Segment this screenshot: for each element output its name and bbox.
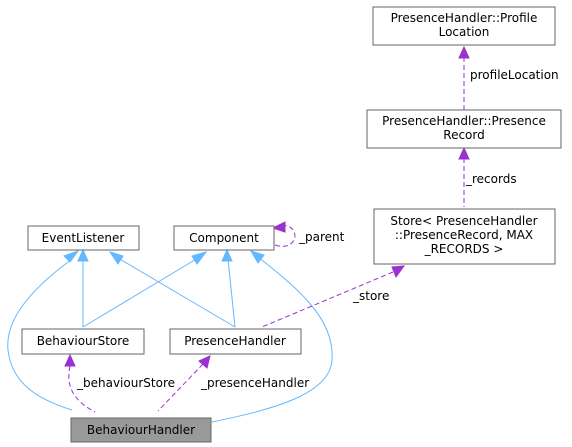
arrowhead-parent — [271, 221, 286, 233]
node-store-line1: Store< PresenceHandler — [390, 214, 537, 228]
edge-component-parent-loop — [274, 225, 296, 247]
label-profilelocation: profileLocation — [470, 68, 559, 82]
label-records: _records — [465, 172, 517, 186]
label-behaviourstore: _behaviourStore — [76, 376, 175, 390]
node-component[interactable]: Component — [173, 225, 275, 251]
edge-behaviourstore-behaviourhandler — [68, 365, 96, 413]
node-event-listener-label: EventListener — [42, 231, 125, 245]
edge-component-presencehandler — [227, 258, 236, 328]
node-event-listener[interactable]: EventListener — [27, 225, 140, 251]
edge-eventlistener-behaviourhandler — [7, 258, 73, 411]
node-store[interactable]: Store< PresenceHandler ::PresenceRecord,… — [373, 208, 556, 265]
arrowhead-component-right — [249, 250, 265, 264]
arrowhead-store — [391, 265, 406, 279]
arrowhead-presencehandler — [198, 355, 211, 369]
node-store-line3: _RECORDS > — [424, 242, 504, 256]
node-presence-record-line1: PresenceHandler::Presence — [382, 114, 546, 128]
label-store: _store — [352, 289, 389, 303]
node-presence-handler[interactable]: PresenceHandler — [169, 328, 302, 355]
arrowhead-eventlistener-right — [108, 251, 124, 265]
edge-component-behaviourstore — [82, 257, 199, 328]
label-parent: _parent — [298, 230, 345, 244]
inheritance-edges — [7, 248, 333, 423]
arrowhead-records — [458, 146, 470, 160]
arrowhead-component-left — [191, 251, 208, 265]
node-component-label: Component — [189, 231, 259, 245]
arrowhead-eventlistener-left — [63, 249, 80, 263]
node-behaviour-store[interactable]: BehaviourStore — [21, 328, 145, 355]
edge-presencehandler-behaviourhandler — [157, 363, 204, 412]
edge-component-behaviourhandler — [211, 256, 333, 423]
arrowhead-component-mid — [221, 248, 233, 262]
node-behaviour-handler[interactable]: BehaviourHandler — [70, 417, 212, 443]
node-profile-location-line1: PresenceHandler::Profile — [391, 11, 538, 25]
edge-eventlistener-presencehandler — [117, 257, 236, 328]
node-presence-handler-label: PresenceHandler — [184, 334, 286, 348]
node-behaviour-handler-label: BehaviourHandler — [87, 423, 195, 437]
node-store-line2: ::PresenceRecord, MAX — [395, 228, 533, 242]
arrowhead-profilelocation — [458, 45, 470, 59]
node-profile-location[interactable]: PresenceHandler::Profile Location — [372, 6, 556, 46]
node-profile-location-line2: Location — [439, 25, 490, 39]
arrowhead-eventlistener-mid — [77, 248, 89, 262]
usage-edges — [64, 45, 470, 413]
node-behaviour-store-label: BehaviourStore — [37, 334, 130, 348]
edge-labels: profileLocation _records _parent _store … — [76, 68, 559, 390]
label-presencehandler: _presenceHandler — [200, 376, 309, 390]
node-presence-record-line2: Record — [443, 128, 484, 142]
node-presence-record[interactable]: PresenceHandler::Presence Record — [366, 109, 562, 149]
arrowhead-behaviourstore — [64, 353, 76, 367]
